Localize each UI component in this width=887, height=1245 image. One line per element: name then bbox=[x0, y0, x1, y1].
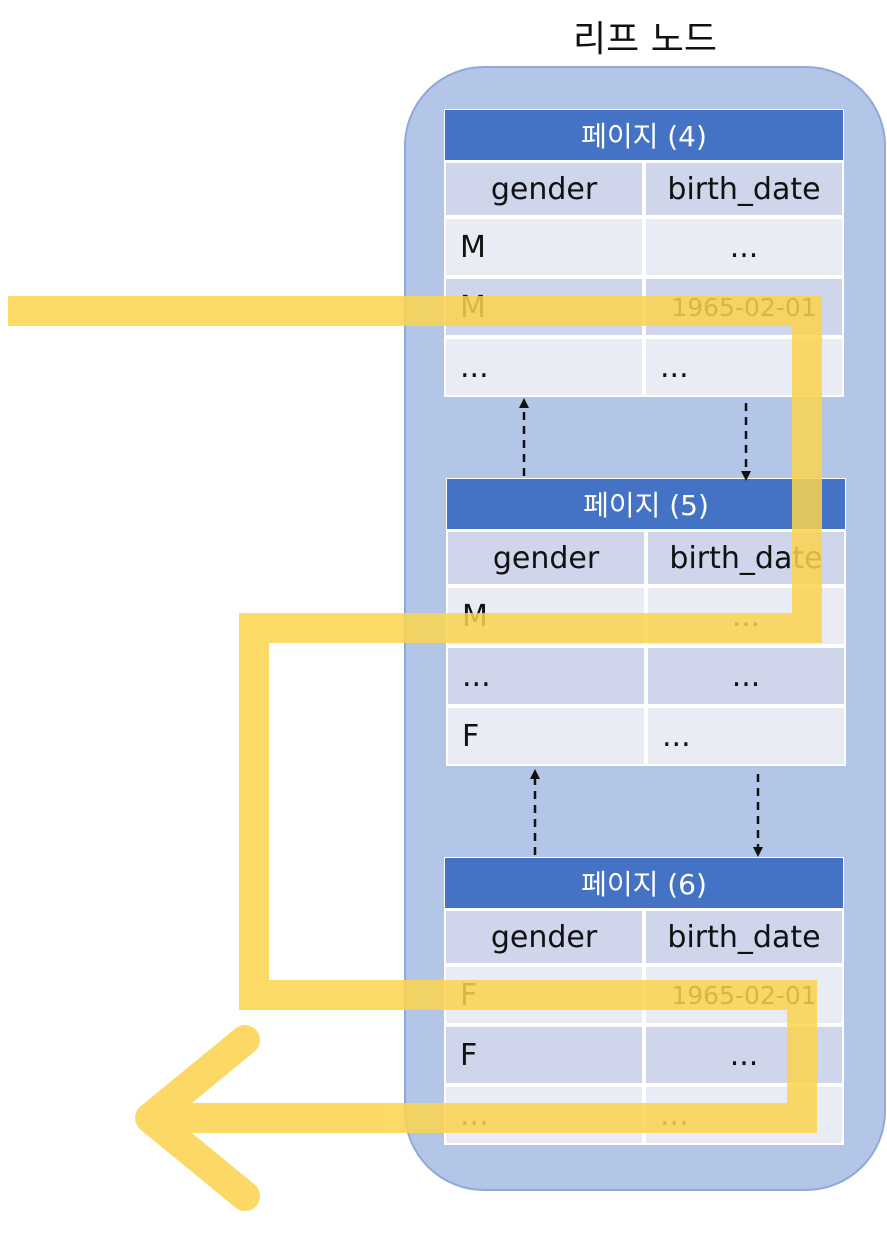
column-header-gender: gender bbox=[444, 909, 644, 965]
column-header-row: gender birth_date bbox=[444, 161, 844, 217]
scan-path-line bbox=[8, 296, 822, 1133]
table-row: M ... bbox=[444, 217, 844, 277]
table-row: ... ... bbox=[446, 646, 846, 706]
scan-arrowhead bbox=[135, 1025, 260, 1211]
page-header: 페이지 (4) bbox=[444, 109, 844, 161]
column-header-gender: gender bbox=[446, 530, 646, 586]
gender-cell: F bbox=[446, 706, 646, 766]
gender-cell: M bbox=[444, 217, 644, 277]
leaf-node-title: 리프 노드 bbox=[573, 19, 717, 60]
column-header-birth-date: birth_date bbox=[644, 161, 844, 217]
page-header: 페이지 (5) bbox=[446, 478, 846, 530]
index-scan-path bbox=[8, 296, 822, 1211]
birth-date-cell: ... bbox=[646, 646, 846, 706]
column-header-gender: gender bbox=[444, 161, 644, 217]
gender-cell: ... bbox=[444, 337, 644, 397]
column-header-row: gender birth_date bbox=[444, 909, 844, 965]
page-4: 페이지 (4) gender birth_date M ... M 1965-0… bbox=[444, 109, 844, 397]
gender-cell: F bbox=[444, 1025, 644, 1085]
gender-cell: ... bbox=[446, 646, 646, 706]
page-header: 페이지 (6) bbox=[444, 857, 844, 909]
table-row: F ... bbox=[446, 706, 846, 766]
birth-date-cell: ... bbox=[646, 706, 846, 766]
birth-date-cell: ... bbox=[644, 217, 844, 277]
column-header-birth-date: birth_date bbox=[644, 909, 844, 965]
